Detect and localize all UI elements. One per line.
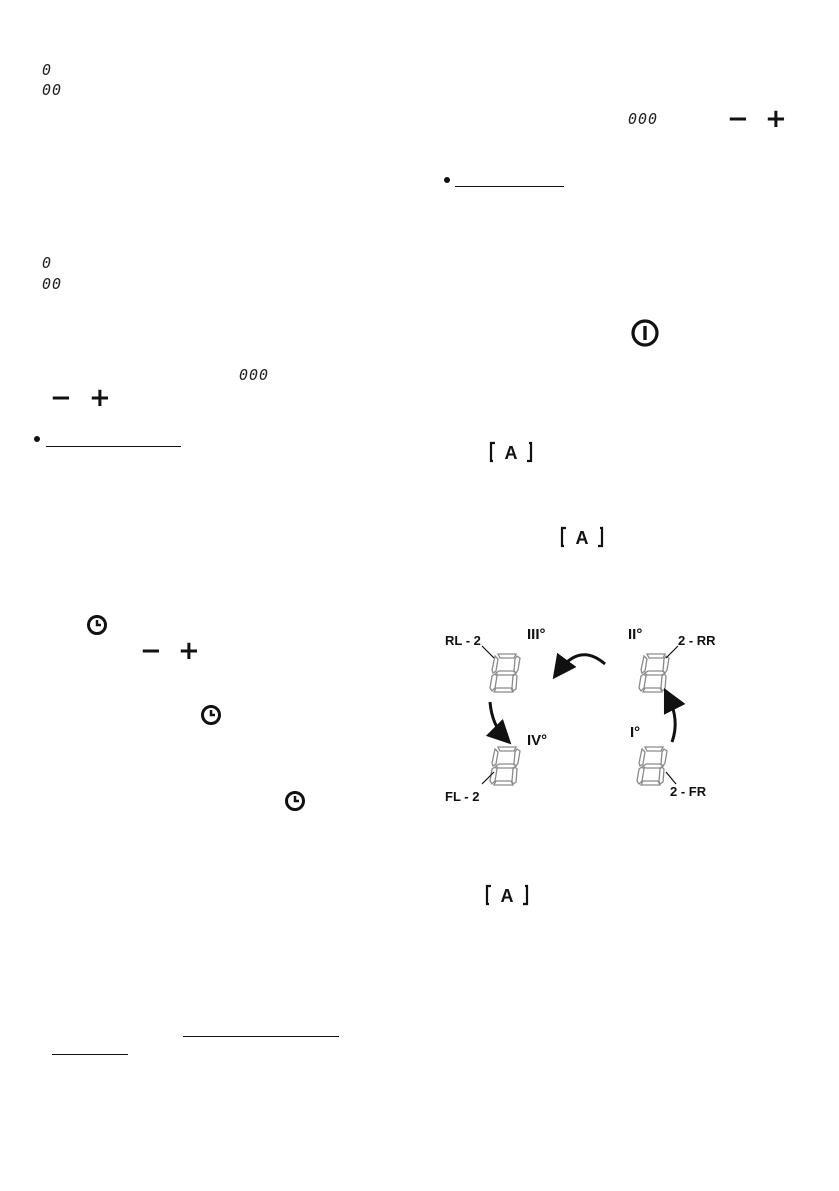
zone-level-fl: IV° — [527, 732, 548, 749]
zone-code-rl: RL - 2 — [445, 633, 481, 648]
minus-icon: − — [50, 383, 72, 413]
display-double-digit: 00 — [42, 81, 63, 99]
power-icon — [631, 319, 659, 347]
zone-code-fl: FL - 2 — [445, 789, 480, 804]
svg-text:A: A — [501, 886, 514, 906]
underline-blank — [46, 446, 181, 447]
underline-blank — [52, 1054, 128, 1055]
clock-icon — [87, 615, 107, 635]
auto-a-icon: A — [489, 441, 533, 463]
minus-icon: − — [140, 636, 162, 666]
clock-icon — [201, 705, 221, 725]
display-triple-digit: 000 — [239, 366, 270, 384]
seven-segment-digit-icon — [489, 746, 521, 786]
auto-a-icon: A — [560, 526, 604, 548]
display-double-digit: 00 — [42, 275, 63, 293]
bullet-dot — [34, 436, 40, 442]
zone-code-rr: 2 - RR — [678, 633, 716, 648]
plus-icon: + — [178, 636, 200, 666]
display-triple-digit: 000 — [628, 110, 659, 128]
auto-a-icon: A — [485, 884, 529, 906]
seven-segment-digit-icon — [636, 746, 668, 786]
zone-level-rl: III° — [527, 626, 546, 643]
underline-blank — [455, 186, 564, 187]
svg-text:A: A — [576, 528, 589, 548]
zone-level-fr: I° — [630, 724, 641, 741]
minus-icon: − — [727, 104, 749, 134]
zone-level-rr: II° — [628, 626, 643, 643]
display-single-digit: 0 — [42, 254, 53, 272]
plus-icon: + — [765, 104, 787, 134]
plus-icon: + — [89, 383, 111, 413]
bullet-dot — [444, 177, 450, 183]
svg-text:A: A — [505, 443, 518, 463]
zone-sequence-arrows — [481, 645, 686, 785]
seven-segment-digit-icon — [489, 653, 521, 693]
zone-code-fr: 2 - FR — [670, 784, 707, 799]
clock-icon — [285, 791, 305, 811]
display-single-digit: 0 — [42, 61, 53, 79]
seven-segment-digit-icon — [638, 653, 670, 693]
underline-blank — [183, 1036, 339, 1037]
